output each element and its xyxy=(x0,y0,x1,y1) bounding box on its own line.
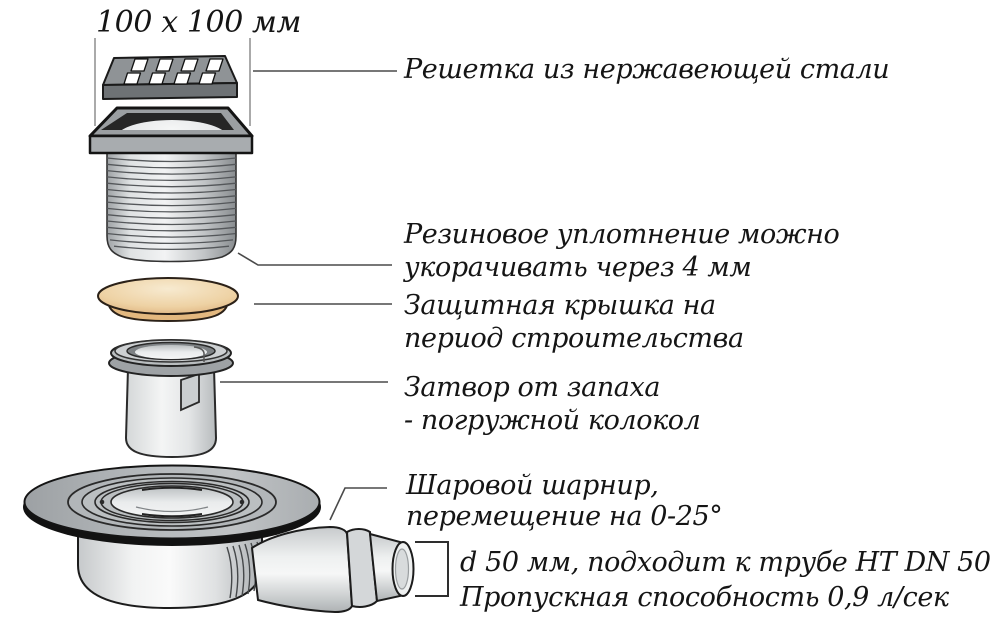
flange-illustration xyxy=(23,464,321,546)
annotation-grate-line1: Решетка из нержавеющей стали xyxy=(404,54,890,85)
ball-joint-cone xyxy=(250,525,354,614)
annotation-grate: Решетка из нержавеющей стали xyxy=(404,53,890,86)
annotation-seal-line1: Резиновое уплотнение можно xyxy=(404,219,840,250)
annotation-trap-line2: - погружной колокол xyxy=(404,405,701,436)
annotation-cover: Защитная крышка на период строительства xyxy=(404,289,744,355)
leader-joint xyxy=(329,487,387,521)
flange-dot-left xyxy=(99,499,105,505)
leader-seal xyxy=(237,252,392,266)
body-ribs xyxy=(226,541,262,599)
bayonet-slot-bottom xyxy=(141,513,203,518)
bell-trap-illustration xyxy=(108,339,234,459)
cover-illustration xyxy=(97,277,239,323)
leader-lines xyxy=(220,70,397,521)
annotation-joint-line2: перемещение на 0-25° xyxy=(406,501,723,532)
annotation-outlet: d 50 мм, подходит к трубе HT DN 50 Пропу… xyxy=(460,545,991,615)
dimension-extension-lines xyxy=(94,38,251,126)
annotation-cover-line2: период строительства xyxy=(404,323,744,354)
annotation-outlet-line1: d 50 мм, подходит к трубе HT DN 50 xyxy=(460,547,991,578)
annotation-seal-line2: укорачивать через 4 мм xyxy=(404,252,752,283)
grate-slots xyxy=(123,58,224,85)
annotation-joint-line1: Шаровой шарнир, xyxy=(406,470,659,501)
annotation-cover-line1: Защитная крышка на xyxy=(404,290,716,321)
annotation-outlet-line2: Пропускная способность 0,9 л/сек xyxy=(460,582,949,613)
seal-illustration xyxy=(106,149,237,263)
annotation-trap-line1: Затвор от запаха xyxy=(404,372,661,403)
annotation-trap: Затвор от запаха - погружной колокол xyxy=(404,371,701,437)
seal-ribs xyxy=(106,157,237,251)
annotation-seal: Резиновое уплотнение можно укорачивать ч… xyxy=(404,218,840,284)
pipe-diameter-bracket xyxy=(415,541,449,597)
flange-dot-right xyxy=(239,499,245,505)
dimension-label: 100 x 100 мм xyxy=(96,6,301,40)
grate-illustration xyxy=(102,55,238,100)
frame-illustration xyxy=(88,106,254,155)
bell-inner-step xyxy=(193,346,205,362)
outlet-pipe-illustration xyxy=(250,525,415,614)
annotation-joint: Шаровой шарнир, перемещение на 0-25° xyxy=(406,470,723,532)
dimension-text: 100 x 100 мм xyxy=(96,5,301,40)
bayonet-slot-top xyxy=(141,486,203,491)
